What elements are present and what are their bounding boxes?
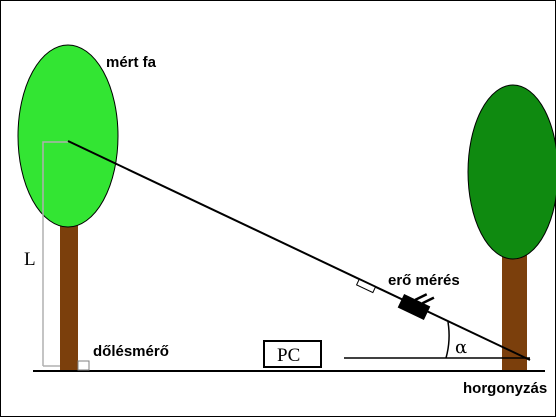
anchor-tree-crown bbox=[467, 84, 556, 260]
label-force-measurement: erő mérés bbox=[388, 272, 460, 289]
label-inclinometer: dőlésmérő bbox=[93, 343, 169, 360]
measured-tree-trunk bbox=[60, 212, 78, 372]
measured-tree bbox=[17, 44, 119, 372]
label-length: L bbox=[24, 249, 36, 270]
label-anchoring: horgonyzás bbox=[463, 380, 547, 397]
pc-box bbox=[263, 340, 322, 368]
label-measured-tree: mért fa bbox=[106, 54, 157, 71]
force-sensor-icon bbox=[397, 293, 435, 320]
inclinometer-box bbox=[77, 360, 90, 371]
label-angle: α bbox=[455, 337, 467, 358]
anchor-tree-trunk bbox=[502, 248, 527, 372]
anchor-tree bbox=[467, 84, 556, 372]
pulling-cable bbox=[67, 140, 531, 361]
height-guide-line bbox=[42, 141, 68, 366]
measured-tree-crown bbox=[17, 44, 119, 228]
label-pc: PC bbox=[277, 345, 300, 366]
height-guide bbox=[42, 141, 68, 367]
cable-link-icon bbox=[355, 278, 377, 294]
angle-arc bbox=[445, 321, 450, 359]
